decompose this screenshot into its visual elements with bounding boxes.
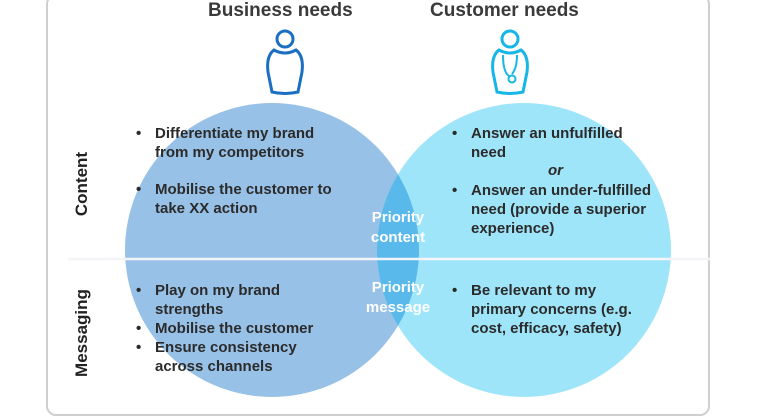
business-needs-heading: Business needs xyxy=(208,0,353,21)
list-item: Ensure consistency across channels xyxy=(132,338,347,376)
list-item: Play on my brand strengths xyxy=(132,281,347,319)
list-item: Mobilise the customer xyxy=(132,319,347,338)
content-row-label: Content xyxy=(72,151,91,217)
customer-content-list-first: Answer an unfulfilled need xyxy=(448,124,648,162)
priority-message-label: Priority message xyxy=(365,279,431,316)
doctor-icon xyxy=(491,29,529,95)
list-item: Mobilise the customer to take XX action xyxy=(132,180,347,218)
messaging-row-label: Messaging xyxy=(72,289,91,377)
list-item: Answer an unfulfilled need xyxy=(448,124,648,162)
list-item: Differentiate my brand from my competito… xyxy=(132,124,347,162)
list-item: Be relevant to my primary concerns (e.g.… xyxy=(448,281,653,338)
business-messaging-list: Play on my brand strengths Mobilise the … xyxy=(132,281,347,376)
person-icon xyxy=(266,29,304,95)
customer-messaging-list: Be relevant to my primary concerns (e.g.… xyxy=(448,281,653,338)
priority-content-label: Priority content xyxy=(370,209,426,246)
or-connector: or xyxy=(548,162,563,179)
customer-needs-heading: Customer needs xyxy=(430,0,579,21)
customer-content-list-second: Answer an under-fulfilled need (provide … xyxy=(448,181,673,238)
list-item: Answer an under-fulfilled need (provide … xyxy=(448,181,673,238)
business-content-list: Differentiate my brand from my competito… xyxy=(132,124,347,218)
